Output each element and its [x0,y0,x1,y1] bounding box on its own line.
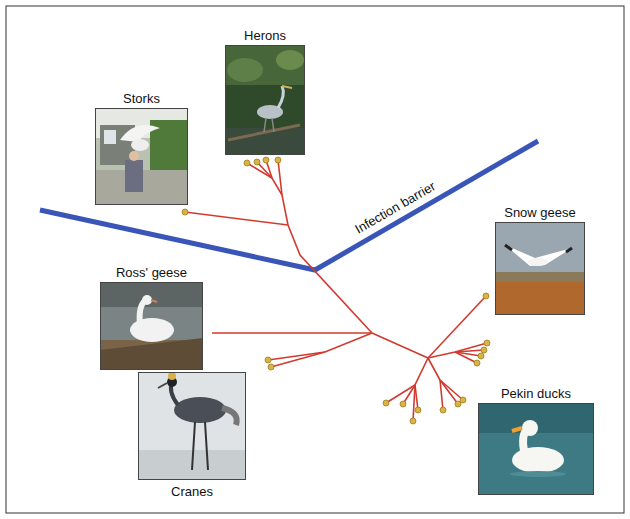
phylogenetic-tree [185,160,487,421]
photo-panel: Snow geese [495,222,585,315]
snow-goose-photo [495,222,585,315]
ross-goose-photo [100,282,203,370]
species-label: Snow geese [504,205,576,220]
species-label: Ross' geese [116,265,187,280]
photo-panel: Pekin ducks [478,403,594,495]
species-label: Storks [123,91,160,106]
heron-photo [225,45,305,155]
crane-photo [138,372,246,480]
photo-panel: Ross' geese [100,282,203,370]
photo-panel: Cranes [138,372,246,480]
species-label: Pekin ducks [501,386,571,401]
photo-panel: Herons [225,45,305,155]
figure-frame [6,6,624,513]
leaf-dots [182,157,490,424]
stork-photo [95,108,188,205]
barrier-label: Infection barrier [352,178,438,236]
infection-barrier-line [40,141,538,270]
species-label: Cranes [171,484,213,499]
photo-panel: Storks [95,108,188,205]
species-label: Herons [244,28,286,43]
pekin-duck-photo [478,403,594,495]
